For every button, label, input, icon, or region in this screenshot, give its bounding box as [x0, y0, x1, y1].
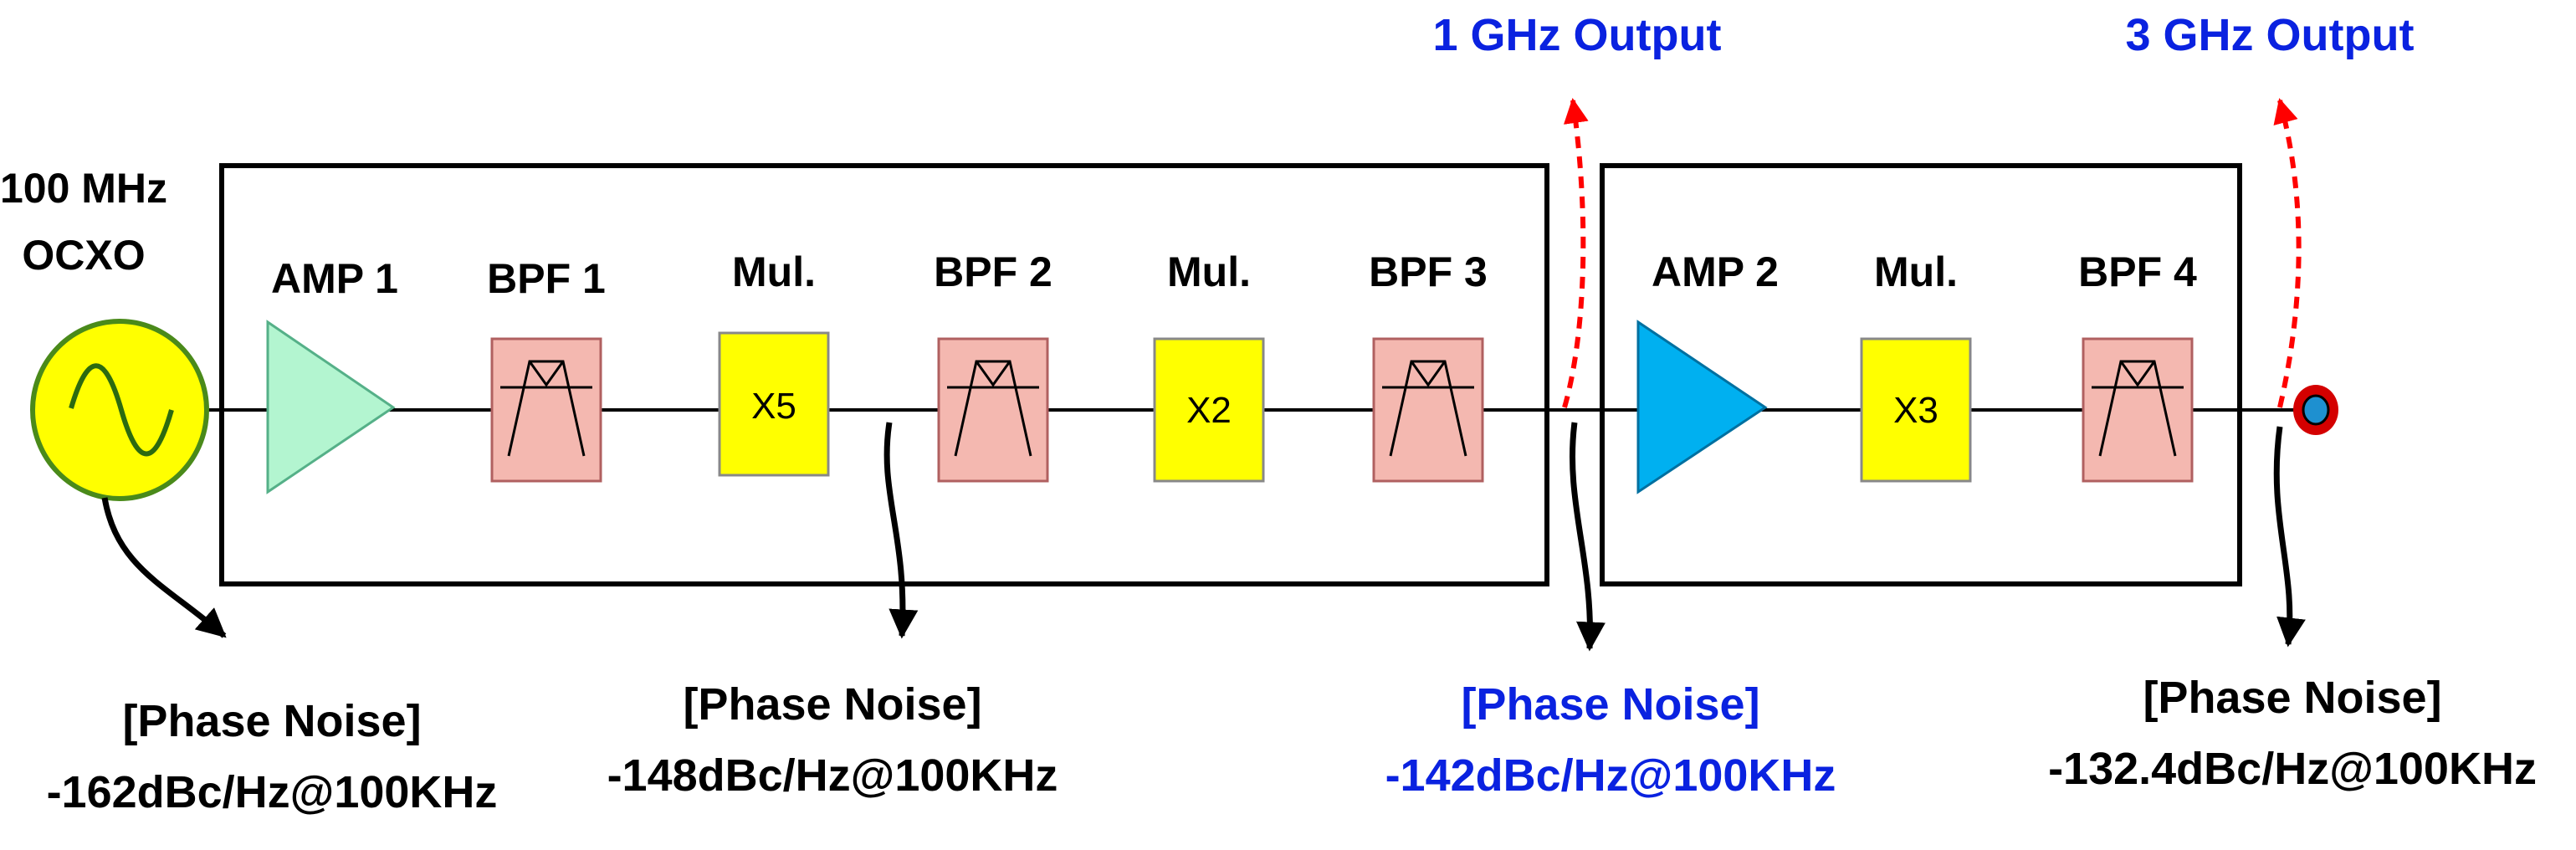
stage1-enclosure — [219, 163, 1549, 586]
phase-noise-3-title: [Phase Noise] — [1461, 679, 1759, 730]
mul2-factor: X2 — [1186, 390, 1232, 431]
source-label-line2: OCXO — [22, 232, 145, 279]
bpf2-label: BPF 2 — [934, 248, 1052, 295]
mul3-factor: X3 — [1893, 390, 1938, 431]
bpf3-label: BPF 3 — [1369, 248, 1488, 295]
phase-noise-2-title: [Phase Noise] — [683, 679, 981, 730]
mul3-label: Mul. — [1874, 248, 1958, 295]
stage2-enclosure — [1600, 163, 2242, 586]
phase-noise-pointer-2 — [883, 422, 919, 639]
output1-arrow — [1562, 98, 1589, 408]
output1-title: 1 GHz Output — [1433, 10, 1722, 60]
amp2-icon — [1636, 320, 1768, 494]
output2-arrow — [2273, 98, 2302, 408]
phase-noise-1-title: [Phase Noise] — [122, 696, 421, 746]
bpf2-filter-icon — [937, 337, 1049, 483]
output-connector-icon — [2293, 385, 2338, 435]
amp1-icon — [266, 320, 396, 494]
mul1-box — [718, 331, 830, 477]
ocxo-oscillator-icon — [30, 319, 209, 501]
source-label-line1: 100 MHz — [0, 165, 167, 212]
bpf3-filter-icon — [1372, 337, 1484, 483]
amp1-label: AMP 1 — [271, 255, 398, 302]
phase-noise-3-value: -142dBc/Hz@100KHz — [1385, 750, 1836, 801]
phase-noise-1-value: -162dBc/Hz@100KHz — [47, 767, 498, 817]
mul1-label: Mul. — [732, 248, 816, 295]
phase-noise-pointer-3 — [1570, 422, 1606, 652]
mul2-box — [1153, 337, 1265, 483]
phase-noise-2-value: -148dBc/Hz@100KHz — [607, 750, 1058, 801]
bpf1-filter-icon — [490, 337, 602, 483]
phase-noise-pointer-1 — [101, 497, 227, 638]
mul2-label: Mul. — [1167, 248, 1251, 295]
phase-noise-4-value: -132.4dBc/Hz@100KHz — [2048, 744, 2537, 794]
phase-noise-4-title: [Phase Noise] — [2143, 673, 2441, 723]
mul3-box — [1860, 337, 1972, 483]
bpf4-filter-icon — [2082, 337, 2194, 483]
output2-title: 3 GHz Output — [2126, 10, 2415, 60]
bpf1-label: BPF 1 — [487, 255, 606, 302]
bpf4-label: BPF 4 — [2078, 248, 2197, 295]
phase-noise-pointer-4 — [2273, 426, 2306, 648]
mul1-factor: X5 — [751, 386, 796, 427]
amp2-label: AMP 2 — [1652, 248, 1779, 295]
